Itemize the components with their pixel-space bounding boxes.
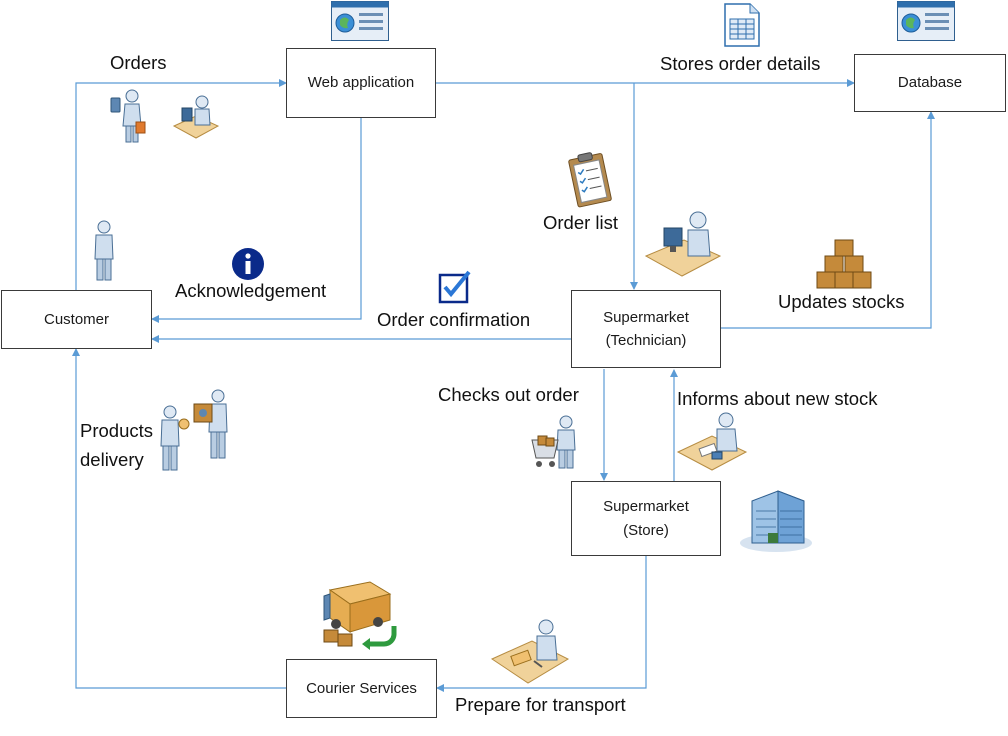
web-application-label: Web application: [307, 74, 415, 92]
prepare-for-transport-label: Prepare for transport: [455, 694, 626, 715]
updates-stocks-label: Updates stocks: [778, 291, 905, 312]
packing-person-icon: [490, 617, 570, 685]
checkbox-icon: [438, 270, 474, 304]
order-confirmation-label: Order confirmation: [377, 309, 531, 330]
connector-products-delivery: [72, 348, 286, 689]
office-building-icon: [738, 487, 816, 553]
supermarket-store-node: Supermarket (Store): [571, 481, 721, 556]
order-list-label: Order list: [543, 212, 619, 233]
connector-acknowledgement: [151, 118, 362, 323]
orders-label: Orders: [110, 52, 167, 73]
supermarket-store-label-line2: (Store): [623, 521, 669, 539]
courier-services-label: Courier Services: [306, 679, 417, 697]
connector-prepare-for-transport: [436, 556, 647, 692]
customer-node: Customer: [1, 290, 152, 349]
supermarket-technician-node: Supermarket (Technician): [571, 290, 721, 368]
supermarket-store-label-line1: Supermarket: [603, 498, 689, 516]
stores-order-details-label: Stores order details: [660, 53, 821, 74]
checks-out-order-label: Checks out order: [438, 384, 579, 405]
database-page-icon: [897, 1, 955, 41]
web-application-node: Web application: [286, 48, 436, 118]
web-page-icon: [331, 1, 389, 41]
person-at-desk-icon: [172, 94, 220, 140]
delivery-truck-icon: [322, 580, 397, 652]
stacked-boxes-icon: [816, 238, 872, 290]
delivery-people-icon: [154, 388, 234, 472]
database-node: Database: [854, 54, 1006, 112]
info-icon: [231, 247, 265, 281]
supermarket-technician-label-line1: Supermarket: [603, 308, 689, 326]
connector-orders: [75, 79, 287, 290]
acknowledgement-label: Acknowledgement: [175, 280, 327, 301]
shopping-cart-person-icon: [530, 414, 578, 472]
products-delivery-label-line1: Products: [80, 420, 154, 441]
supermarket-technician-label-line2: (Technician): [605, 332, 687, 349]
database-label: Database: [897, 74, 963, 92]
informs-about-new-stock-label: Informs about new stock: [677, 388, 878, 409]
spreadsheet-icon: [724, 3, 760, 47]
clipboard-checklist-icon: [567, 150, 615, 210]
person-writing-desk-icon: [676, 410, 748, 472]
operator-at-computer-icon: [644, 206, 722, 278]
connector-updates-stocks: [721, 111, 935, 329]
products-delivery-label-line2: delivery: [80, 449, 144, 470]
courier-services-node: Courier Services: [286, 659, 437, 718]
customer-label: Customer: [43, 310, 110, 328]
standing-person-icon: [92, 220, 116, 282]
person-with-phone-icon: [108, 88, 148, 144]
